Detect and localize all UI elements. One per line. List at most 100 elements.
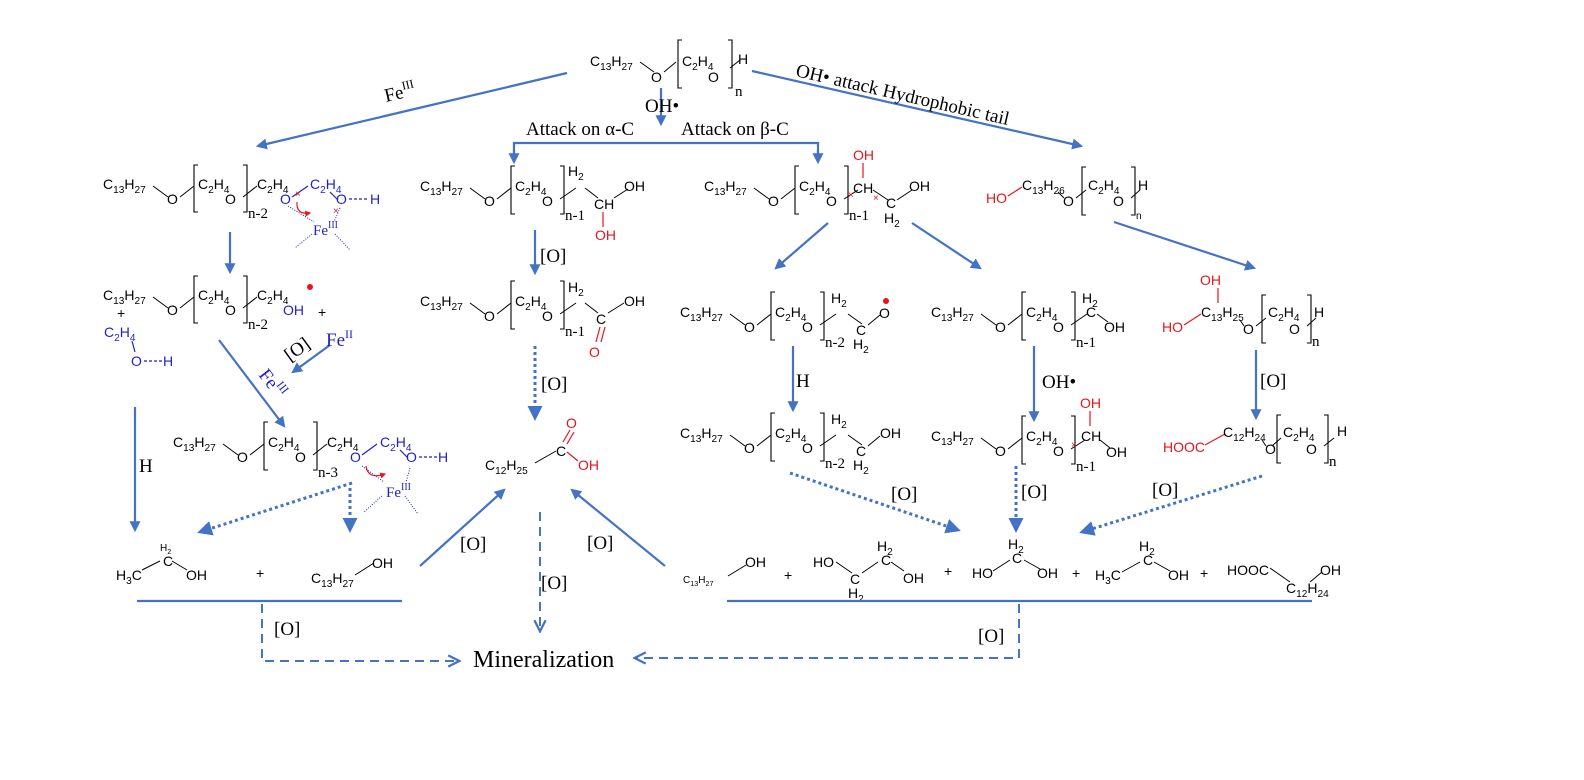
bond — [566, 451, 579, 462]
repeat: n-2 — [248, 317, 268, 333]
bracket-left — [510, 165, 515, 215]
arrow-tail — [751, 69, 1084, 150]
oh-red: OH — [1080, 395, 1101, 411]
coord-bond — [404, 495, 419, 515]
label-tail-ox1: [O] — [1260, 371, 1286, 392]
oh: OH — [1104, 319, 1125, 335]
bond — [847, 313, 863, 325]
end: H — [1138, 177, 1148, 193]
bond — [607, 302, 625, 314]
bond — [496, 302, 512, 315]
bond — [1239, 319, 1245, 327]
oh-red: OH — [578, 457, 599, 473]
bond — [1153, 561, 1171, 572]
end: H — [1337, 423, 1347, 439]
bracket-right — [820, 291, 825, 341]
label-beta-h: H — [796, 371, 810, 392]
h2a: H2 — [877, 538, 893, 558]
coord-bond — [405, 467, 411, 483]
oh: OH — [624, 293, 645, 309]
o: O — [484, 308, 495, 324]
ch: CH — [594, 196, 614, 212]
bond — [1323, 437, 1335, 447]
bond — [843, 189, 859, 200]
bond — [559, 187, 577, 200]
tail: C13H27 — [931, 304, 974, 324]
plus: + — [256, 565, 264, 581]
c: C — [856, 322, 866, 338]
bracket-left — [1021, 291, 1026, 341]
c: C — [856, 443, 866, 459]
frag-o: O — [131, 353, 142, 369]
c: C — [886, 195, 896, 211]
bond — [584, 187, 599, 199]
bracket-right — [243, 164, 248, 213]
tail: C12H24 — [1286, 580, 1329, 600]
bond — [1204, 433, 1226, 446]
arrow-right-min — [636, 604, 1020, 658]
bracket-right — [313, 421, 318, 471]
top-branches: FeIII OH• Attack on α-C Attack on β-C OH… — [255, 60, 1084, 165]
bond — [729, 434, 746, 447]
bond — [835, 561, 853, 574]
oh: OH — [1106, 444, 1127, 460]
arrow-dot-left — [197, 481, 353, 536]
o: O — [1063, 193, 1074, 209]
o: O — [826, 193, 837, 209]
coord-bond — [294, 233, 313, 249]
beta-radical: C13H27 O C2H4 O n-2 H2 C H2 O — [680, 290, 890, 356]
h2: H2 — [1139, 538, 1155, 558]
oh: OH — [1037, 565, 1058, 581]
unit: C2H4 — [799, 178, 831, 198]
radical-dot — [307, 284, 313, 290]
label-left-min: [O] — [274, 619, 300, 640]
o: O — [1306, 441, 1317, 457]
chain: C2H4 — [327, 434, 359, 454]
bracket-right — [243, 275, 248, 324]
bond — [534, 450, 557, 464]
double-bond — [595, 326, 601, 343]
bracket-right — [1324, 414, 1329, 464]
bracket-left — [510, 280, 515, 330]
unit: C2H4 — [515, 178, 547, 198]
label-fe3: FeIII — [382, 77, 418, 107]
bond — [329, 191, 339, 201]
double-bond — [566, 431, 575, 445]
bond — [896, 189, 913, 201]
product-methanediol: H2 C HO OH — [972, 536, 1058, 581]
h2b: H2 — [853, 336, 869, 356]
label-oh-radical: OH• — [645, 96, 679, 117]
o: O — [1053, 443, 1064, 459]
plus: + — [784, 567, 792, 583]
bond — [613, 188, 629, 199]
bond — [496, 187, 512, 200]
unit: C2H4 — [775, 304, 807, 324]
bond — [663, 61, 677, 73]
bond — [469, 302, 486, 315]
cleave-mark: × — [1071, 440, 1077, 451]
bracket-right — [844, 165, 849, 215]
bond — [222, 443, 239, 456]
bracket-right — [820, 412, 825, 462]
product-ethanol: H2 C H3C OH — [1095, 538, 1189, 587]
coord-bond — [361, 465, 385, 483]
c: C — [596, 311, 606, 327]
o: O — [1053, 319, 1064, 335]
left-final-products: H2 C H3C OH + C13H27 OH — [116, 543, 393, 590]
hooc: HOOC — [1227, 562, 1269, 578]
unit: C2H4 — [198, 176, 230, 196]
bracket-left — [677, 39, 682, 89]
label-fe2: FeII — [326, 327, 353, 351]
ch: CH — [1081, 428, 1101, 444]
product-hydroxy-acid: HOOC C12H24 OH — [1227, 562, 1341, 600]
label-h-left: H — [139, 456, 153, 477]
label-beta-oh: OH• — [1042, 372, 1076, 393]
parent-end: H — [738, 51, 748, 67]
fe-label: FeIII — [386, 482, 411, 501]
label-right-to-acid: [O] — [587, 533, 613, 554]
coord-bond — [333, 207, 341, 223]
label-right-min: [O] — [978, 626, 1004, 647]
o-blue: O — [280, 191, 291, 207]
arrow-dot-tail — [1079, 474, 1263, 536]
coord-bond — [363, 495, 383, 513]
